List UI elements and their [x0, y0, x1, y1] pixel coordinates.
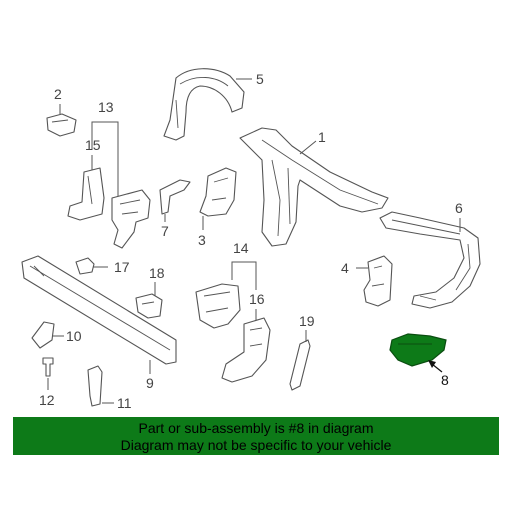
part-8-highlighted-shape	[389, 333, 447, 367]
callout-11: 11	[117, 395, 132, 411]
part-6-shape	[379, 211, 481, 309]
banner-line-1: Part or sub-assembly is #8 in diagram	[138, 420, 374, 436]
part-1-shape	[239, 127, 389, 247]
callout-10: 10	[66, 328, 82, 344]
callout-6: 6	[455, 200, 463, 216]
part-18-shape	[135, 293, 163, 319]
callout-17: 17	[114, 259, 130, 275]
leader-14	[231, 261, 257, 290]
callout-13: 13	[98, 99, 114, 115]
leader-1	[299, 140, 317, 155]
callout-14: 14	[233, 240, 249, 256]
info-banner: Part or sub-assembly is #8 in diagram Di…	[13, 417, 499, 455]
part-7-shape	[159, 179, 191, 215]
callout-19: 19	[299, 313, 315, 329]
callout-1: 1	[318, 129, 326, 145]
part-11-shape	[87, 365, 103, 407]
callout-15: 15	[85, 137, 101, 153]
leader-8-arrowhead	[428, 360, 436, 368]
part-12-shape	[42, 357, 54, 377]
callout-16: 16	[249, 291, 265, 307]
banner-line-2: Diagram may not be specific to your vehi…	[120, 437, 392, 453]
callout-12: 12	[39, 392, 55, 408]
callout-18: 18	[149, 265, 165, 281]
callout-7: 7	[161, 223, 169, 239]
part-3-shape	[199, 167, 237, 217]
part-19-shape	[289, 339, 311, 391]
part-14-shape	[195, 283, 241, 329]
callout-5: 5	[256, 71, 264, 87]
part-9-shape	[21, 255, 177, 365]
part-10-shape	[31, 321, 55, 349]
callout-4: 4	[341, 260, 349, 276]
part-17-shape	[75, 257, 95, 275]
callout-2: 2	[54, 86, 62, 102]
part-2-shape	[46, 113, 77, 137]
part-16-shape	[221, 317, 271, 383]
callout-8: 8	[441, 372, 449, 388]
callout-9: 9	[146, 375, 154, 391]
part-4-shape	[363, 255, 393, 307]
leader-13	[91, 121, 119, 196]
callout-3: 3	[198, 232, 206, 248]
part-15-shape	[67, 167, 105, 221]
part-13-shape	[111, 189, 151, 249]
part-5-shape	[163, 68, 245, 141]
